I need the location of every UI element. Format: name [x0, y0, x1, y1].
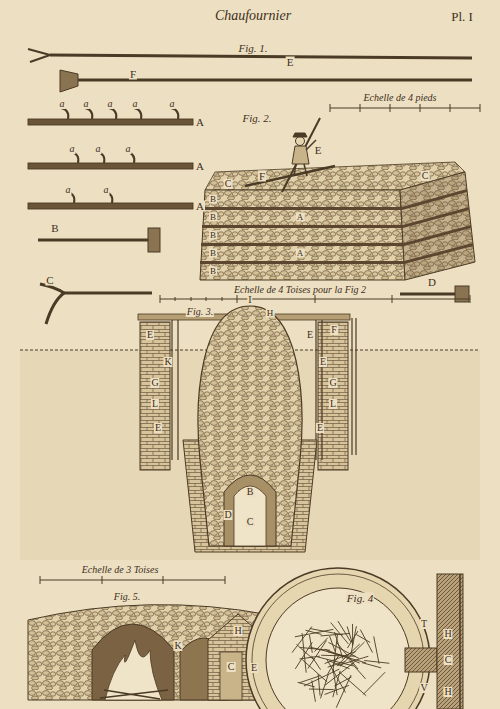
callout-letter: Echelle de 4 pieds	[362, 93, 437, 103]
callout-letter: B	[50, 223, 59, 234]
callout-letter: a	[132, 99, 139, 109]
callout-letter: B	[209, 249, 217, 258]
callout-letter: E	[319, 357, 327, 367]
callout-letter: K	[163, 357, 172, 367]
callout-letter: C	[246, 517, 255, 527]
callout-letter: B	[209, 213, 217, 222]
callout-letter: C	[45, 275, 54, 286]
callout-letter: E	[146, 330, 154, 340]
callout-letter: Fig. 4	[346, 593, 374, 604]
callout-letter: Echelle de 3 Toises	[81, 565, 160, 575]
callout-letter: C	[444, 655, 453, 665]
callout-letter: a	[169, 99, 176, 109]
callout-letter: A	[195, 161, 205, 172]
callout-letter: L	[151, 399, 159, 409]
callout-letter: B	[209, 195, 217, 204]
callout-letter: a	[107, 99, 114, 109]
callout-letter: E	[316, 423, 324, 433]
callout-letter: G	[150, 378, 159, 388]
lime-pile-fig2	[200, 118, 475, 280]
callout-letter: A	[195, 117, 205, 128]
kiln-plan-fig4	[246, 568, 463, 709]
callout-letter: Echelle de 4 Toises pour la Fig 2	[233, 285, 367, 295]
callout-letter: Fig. 2.	[241, 113, 272, 124]
callout-letter: a	[65, 185, 72, 195]
callout-letter: V	[419, 683, 428, 693]
callout-letter: B	[209, 231, 217, 240]
plate-title: Chaufournier	[214, 9, 292, 23]
kiln-fire-fig5	[28, 605, 270, 700]
callout-letter: a	[103, 185, 110, 195]
callout-letter: E	[250, 663, 258, 673]
callout-letter: E	[286, 57, 295, 68]
callout-letter: E	[306, 330, 314, 340]
callout-letter: E	[154, 423, 162, 433]
tools-fig1	[28, 49, 472, 324]
callout-letter: K	[173, 641, 182, 651]
callout-letter: Fig. 1.	[237, 43, 268, 54]
callout-letter: G	[328, 378, 337, 388]
callout-letter: a	[95, 144, 102, 154]
callout-letter: Fig. 3.	[186, 307, 214, 317]
callout-letter: H	[443, 687, 452, 697]
callout-letter: C	[224, 179, 233, 189]
callout-letter: F	[129, 69, 137, 80]
callout-letter: Fig. 5.	[113, 592, 141, 602]
callout-letter: A	[296, 213, 305, 222]
callout-letter: F	[258, 171, 266, 182]
callout-letter: H	[233, 626, 242, 636]
callout-letter: E	[314, 145, 323, 156]
callout-letter: C	[421, 171, 430, 181]
callout-letter: B	[209, 267, 217, 276]
callout-letter: a	[83, 99, 90, 109]
callout-letter: L	[329, 399, 337, 409]
callout-letter: D	[427, 277, 437, 288]
callout-letter: Pl. I	[450, 10, 474, 23]
callout-letter: a	[125, 144, 132, 154]
callout-letter: H	[443, 629, 452, 639]
callout-letter: a	[69, 144, 76, 154]
callout-letter: A	[195, 201, 205, 212]
callout-letter: T	[420, 619, 428, 629]
callout-letter: F	[330, 325, 338, 335]
callout-letter: B	[246, 487, 255, 497]
callout-letter: I	[247, 295, 252, 305]
callout-letter: D	[223, 510, 232, 520]
callout-letter: C	[227, 662, 236, 672]
callout-letter: A	[296, 249, 305, 258]
callout-letter: H	[266, 309, 275, 318]
kiln-section-fig3	[20, 306, 480, 560]
callout-letter: a	[59, 99, 66, 109]
